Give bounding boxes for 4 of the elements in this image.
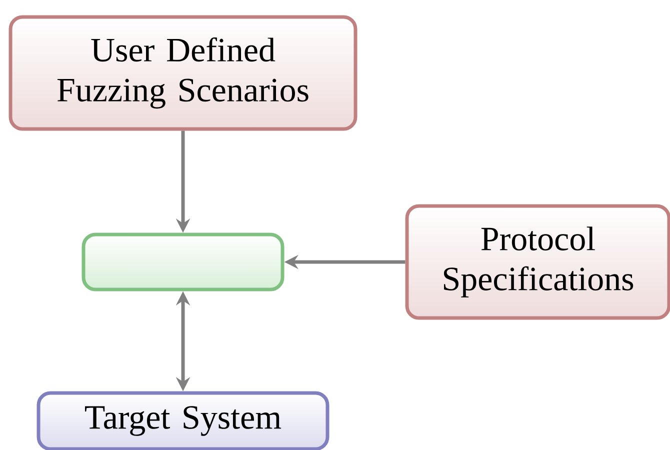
scenario-box: User Defined Fuzzing Scenarios bbox=[8, 15, 358, 131]
empty-box bbox=[82, 232, 284, 292]
specification-box: Protocol Specifications bbox=[405, 204, 670, 320]
target-box: Target System bbox=[36, 391, 330, 450]
